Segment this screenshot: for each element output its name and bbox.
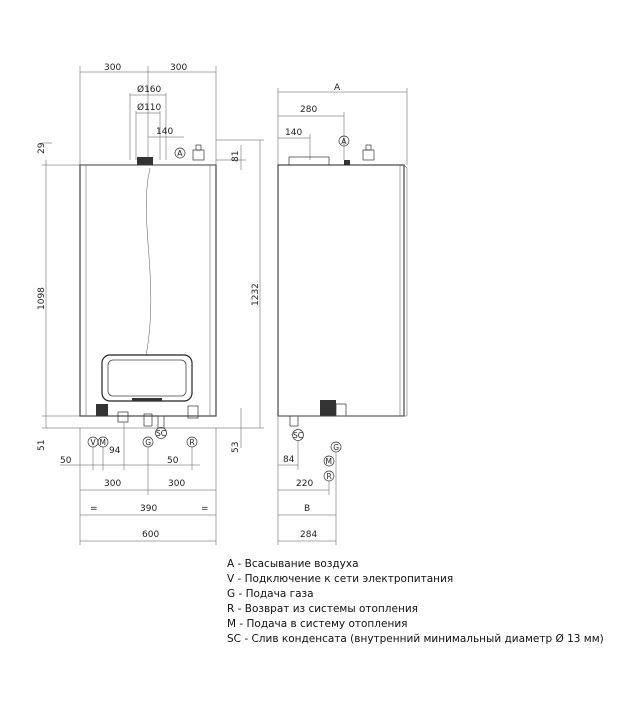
air-valve: [192, 149, 205, 161]
legend-item-r: R - Возврат из системы отопления: [227, 603, 418, 615]
dim-right-1232: 1232: [251, 283, 261, 306]
legend-item-m: M - Подача в систему отопления: [227, 618, 408, 630]
svg-text:=: =: [201, 504, 209, 514]
dim-bottom-300-right: 300: [168, 479, 185, 489]
boiler-side-body: [277, 164, 405, 417]
marker-a-front: [174, 147, 186, 159]
side-flue: [288, 156, 330, 166]
marker-m-side-label: M: [326, 457, 332, 466]
power-connector: [96, 404, 108, 416]
marker-sc-front: [155, 427, 167, 439]
side-dim-220: 220: [296, 479, 313, 489]
marker-g-front-label: G: [145, 438, 151, 447]
dim-bottom-390: 390: [140, 504, 157, 514]
side-dim-a: A: [334, 83, 341, 93]
legend-item-a: A - Всасывание воздуха: [227, 558, 359, 570]
dim-bottom-50-left: 50: [60, 456, 72, 466]
marker-sc-side-label: SC: [293, 431, 303, 440]
marker-sc-front-label: SC: [156, 429, 166, 438]
dim-right-81: 81: [231, 151, 241, 162]
dim-140: 140: [156, 127, 173, 137]
marker-r-side-label: R: [327, 472, 332, 481]
dim-bottom-50-right: 50: [167, 456, 179, 466]
dim-left-29: 29: [37, 142, 47, 154]
gas-connector: [143, 413, 153, 427]
dim-bottom-94: 94: [109, 446, 121, 456]
dim-bottom-300-left: 300: [104, 479, 121, 489]
side-dim-140: 140: [285, 128, 302, 138]
legend-item-v: V - Подключение к сети электропитания: [227, 573, 454, 585]
dim-bottom-600: 600: [142, 530, 159, 540]
control-panel-display: [107, 359, 187, 397]
dim-diameter-160: Ø160: [137, 84, 162, 95]
dim-right-53: 53: [231, 442, 241, 453]
side-dim-284: 284: [300, 530, 317, 540]
svg-text:=: =: [90, 504, 98, 514]
side-dim-84: 84: [283, 455, 295, 465]
marker-a-front-label: A: [177, 149, 183, 158]
side-dim-280: 280: [300, 105, 317, 115]
dim-top-left-300: 300: [104, 63, 121, 73]
side-view: A 280 140 A SC G M R: [277, 83, 408, 545]
flue-outlet: [137, 157, 153, 165]
marker-m-side: [323, 455, 335, 467]
side-dim-b: B: [304, 504, 310, 514]
marker-r-front-label: R: [190, 438, 195, 447]
dim-left-51: 51: [37, 440, 47, 451]
legend: A - Всасывание воздуха V - Подключение к…: [227, 557, 627, 647]
dim-top-right-300: 300: [170, 63, 187, 73]
marker-a-side-label: A: [341, 137, 347, 146]
side-connector-block: [320, 400, 336, 416]
marker-v-label: V: [91, 438, 97, 447]
dim-left-1098: 1098: [37, 287, 47, 310]
dim-diameter-110: Ø110: [137, 102, 162, 113]
body-contour: [145, 167, 152, 357]
legend-item-sc: SC - Слив конденсата (внутренний минимал…: [227, 633, 604, 645]
marker-g-side-label: G: [333, 443, 339, 452]
marker-m-front-label: M: [100, 438, 106, 447]
marker-sc-side: [292, 429, 304, 441]
front-view: 300 300 Ø160 Ø110 140 A 29 1098 51: [37, 63, 264, 545]
legend-item-g: G - Подача газа: [227, 588, 314, 600]
marker-a-side: [338, 135, 350, 147]
